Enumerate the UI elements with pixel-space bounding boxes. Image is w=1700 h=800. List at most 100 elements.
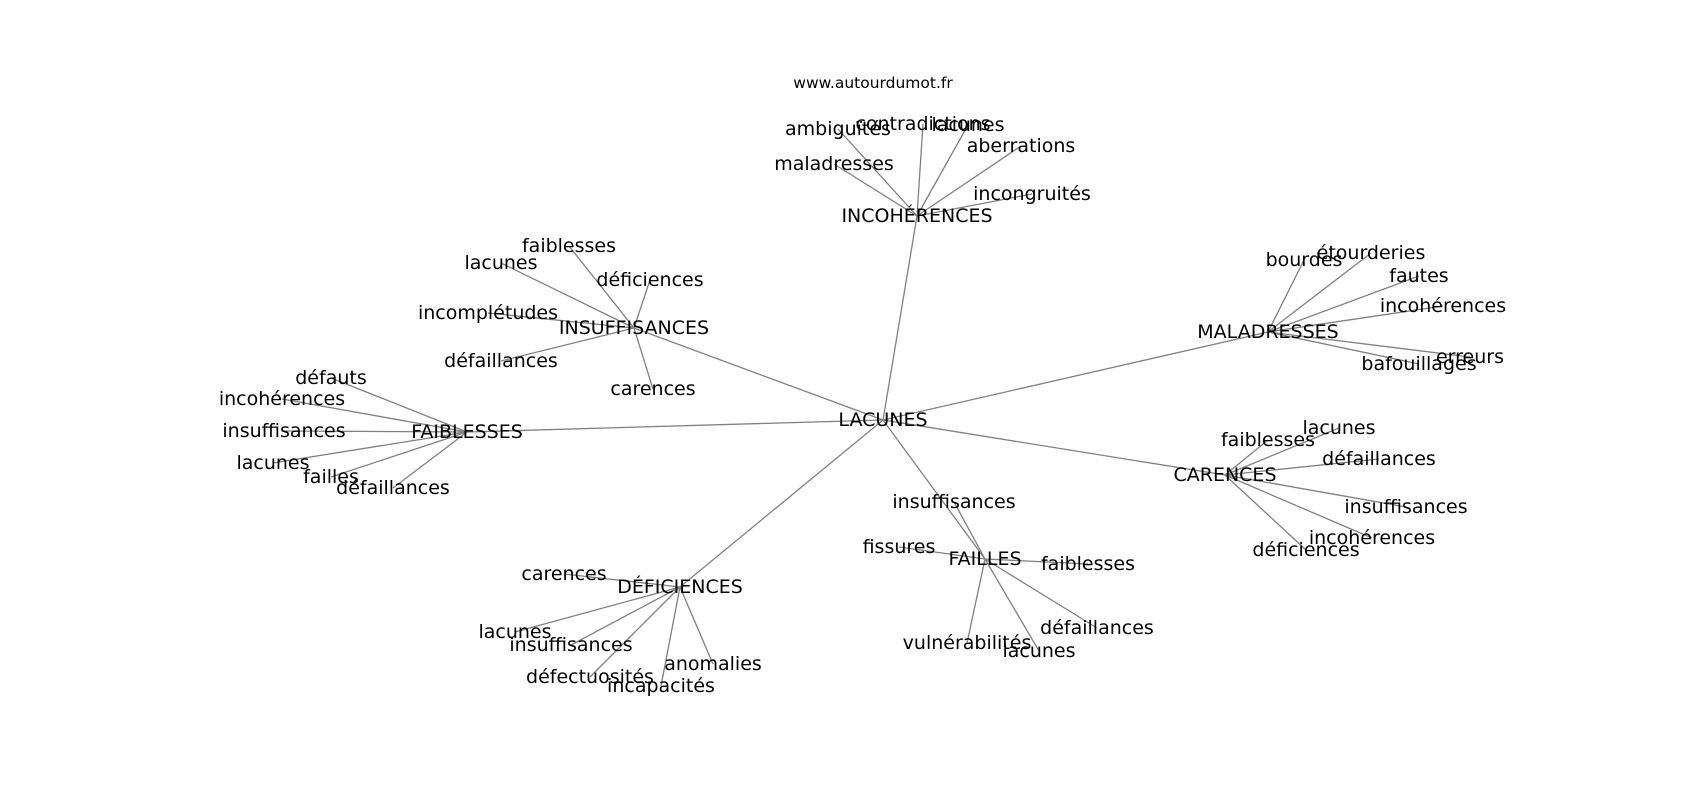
edge-maladresses-erreurs bbox=[1267, 331, 1471, 358]
word-incoherences-aberrations[interactable]: aberrations bbox=[967, 135, 1076, 157]
word-failles-insuffisances[interactable]: insuffisances bbox=[892, 491, 1015, 513]
edges bbox=[272, 123, 1471, 687]
word-deficiences-lacunes[interactable]: lacunes bbox=[478, 621, 551, 643]
edge-incoherences-aberrations bbox=[916, 145, 1022, 217]
word-maladresses-incoherences[interactable]: incohérences bbox=[1380, 295, 1506, 317]
word-faiblesses-insuffisances[interactable]: insuffisances bbox=[222, 420, 345, 442]
edge-deficiences-incapacites bbox=[660, 586, 681, 687]
cluster-maladresses[interactable]: MALADRESSES bbox=[1197, 321, 1338, 343]
edge-maladresses-etourderies bbox=[1267, 252, 1372, 333]
edge-insuffisances-lacunes bbox=[500, 262, 635, 329]
word-insuffisances-lacunes[interactable]: lacunes bbox=[464, 252, 537, 274]
edge-insuffisances-defaillances bbox=[500, 327, 635, 362]
word-failles-fissures[interactable]: fissures bbox=[863, 536, 936, 558]
edge-incoherences-maladresses bbox=[833, 163, 918, 217]
edge-carences-insuffisances bbox=[1224, 474, 1407, 508]
edge-maladresses-incoherences bbox=[1267, 305, 1444, 333]
edge-incoherences-ambiguites bbox=[837, 128, 918, 217]
edge-deficiences-insuffisances bbox=[570, 586, 681, 646]
edge-insuffisances-faiblesses bbox=[568, 245, 635, 329]
edge-deficiences-anomalies bbox=[679, 586, 714, 665]
edge-failles-lacunes bbox=[984, 558, 1040, 652]
edge-deficiences-defectuosites bbox=[589, 586, 681, 678]
word-deficiences-anomalies[interactable]: anomalies bbox=[664, 653, 762, 675]
edge-center-insuffisances bbox=[633, 327, 884, 421]
word-deficiences-incapacites[interactable]: incapacités bbox=[607, 675, 715, 697]
edge-failles-fissures bbox=[898, 546, 986, 560]
word-deficiences-carences[interactable]: carences bbox=[521, 563, 606, 585]
source-label[interactable]: www.autourdumot.fr bbox=[793, 74, 953, 92]
edge-center-faiblesses bbox=[466, 419, 884, 433]
edge-center-incoherences bbox=[882, 215, 918, 421]
word-insuffisances-faiblesses[interactable]: faiblesses bbox=[522, 235, 616, 257]
cluster-incoherences[interactable]: INCOHÉRENCES bbox=[841, 204, 992, 227]
word-incoherences-maladresses[interactable]: maladresses bbox=[774, 153, 894, 175]
edge-carences-faiblesses bbox=[1224, 439, 1269, 476]
word-incoherences-lacunes[interactable]: lacunes bbox=[931, 114, 1004, 136]
edge-insuffisances-deficiences bbox=[633, 279, 651, 329]
word-incoherences-incongruites[interactable]: incongruités bbox=[973, 183, 1091, 205]
word-insuffisances-incompletudes[interactable]: incomplétudes bbox=[418, 302, 558, 324]
word-insuffisances-carences[interactable]: carences bbox=[610, 378, 695, 400]
edge-maladresses-fautes bbox=[1267, 275, 1420, 333]
word-maladresses-fautes[interactable]: fautes bbox=[1389, 265, 1448, 287]
edge-faiblesses-failles bbox=[330, 431, 468, 478]
edge-center-maladresses bbox=[882, 331, 1269, 421]
word-carences-deficiences[interactable]: déficiences bbox=[1252, 539, 1359, 561]
word-carences-faiblesses[interactable]: faiblesses bbox=[1221, 429, 1315, 451]
word-maladresses-bafouillages[interactable]: bafouillages bbox=[1361, 353, 1476, 375]
edge-center-carences bbox=[882, 419, 1226, 476]
word-faiblesses-incoherences[interactable]: incohérences bbox=[219, 388, 345, 410]
word-maladresses-bourdes[interactable]: bourdes bbox=[1266, 249, 1343, 271]
edge-faiblesses-insuffisances bbox=[283, 430, 468, 433]
word-faiblesses-defaillances[interactable]: défaillances bbox=[336, 477, 450, 499]
labels: LACUNES INCOHÉRENCES ambiguïtéscontradicti… bbox=[219, 113, 1506, 697]
word-maladresses-erreurs[interactable]: erreurs bbox=[1436, 346, 1504, 368]
edge-center-deficiences bbox=[679, 419, 884, 588]
edge-insuffisances-incompletudes bbox=[487, 312, 635, 329]
cluster-insuffisances[interactable]: INSUFFISANCES bbox=[559, 317, 709, 339]
word-failles-vulnerabilites[interactable]: vulnérabilités bbox=[903, 632, 1032, 654]
word-faiblesses-failles[interactable]: failles bbox=[303, 466, 359, 488]
word-faiblesses-lacunes[interactable]: lacunes bbox=[236, 452, 309, 474]
word-insuffisances-defaillances[interactable]: défaillances bbox=[444, 350, 558, 372]
word-incoherences-contradictions[interactable]: contradictions bbox=[855, 113, 990, 135]
word-deficiences-defectuosites[interactable]: défectuosités bbox=[526, 666, 654, 688]
edge-center-failles bbox=[882, 419, 986, 560]
word-failles-faiblesses[interactable]: faiblesses bbox=[1041, 553, 1135, 575]
edge-failles-faiblesses bbox=[984, 558, 1089, 565]
edge-failles-insuffisances bbox=[953, 501, 986, 560]
word-incoherences-ambiguites[interactable]: ambiguïtés bbox=[785, 118, 891, 140]
edge-failles-vulnerabilites bbox=[966, 558, 986, 644]
cluster-failles[interactable]: FAILLES bbox=[948, 548, 1021, 570]
cluster-faiblesses[interactable]: FAIBLESSES bbox=[411, 421, 523, 443]
cluster-carences[interactable]: CARENCES bbox=[1173, 464, 1276, 486]
edge-deficiences-carences bbox=[563, 573, 681, 588]
word-failles-defaillances[interactable]: défaillances bbox=[1040, 617, 1154, 639]
edge-carences-defaillances bbox=[1224, 458, 1380, 476]
edge-failles-defaillances bbox=[984, 558, 1098, 629]
word-carences-lacunes[interactable]: lacunes bbox=[1302, 417, 1375, 439]
word-failles-lacunes[interactable]: lacunes bbox=[1002, 640, 1075, 662]
edge-incoherences-lacunes bbox=[916, 124, 969, 217]
edge-incoherences-incongruites bbox=[916, 193, 1033, 217]
edge-deficiences-lacunes bbox=[514, 586, 681, 633]
word-carences-defaillances[interactable]: défaillances bbox=[1322, 448, 1436, 470]
word-faiblesses-defauts[interactable]: défauts bbox=[295, 367, 366, 389]
edge-faiblesses-defauts bbox=[330, 377, 468, 433]
word-maladresses-etourderies[interactable]: étourderies bbox=[1317, 242, 1426, 264]
edge-carences-incoherences bbox=[1224, 474, 1373, 539]
word-carences-insuffisances[interactable]: insuffisances bbox=[1344, 496, 1467, 518]
edge-carences-deficiences bbox=[1224, 474, 1307, 551]
center-word[interactable]: LACUNES bbox=[838, 409, 927, 431]
edge-faiblesses-incoherences bbox=[281, 398, 468, 433]
word-carences-incoherences[interactable]: incohérences bbox=[1309, 527, 1435, 549]
word-deficiences-insuffisances[interactable]: insuffisances bbox=[509, 634, 632, 656]
word-insuffisances-deficiences[interactable]: déficiences bbox=[596, 269, 703, 291]
edge-carences-lacunes bbox=[1224, 427, 1340, 476]
edge-maladresses-bourdes bbox=[1267, 259, 1305, 333]
edge-maladresses-bafouillages bbox=[1267, 331, 1420, 365]
edge-faiblesses-defaillances bbox=[392, 431, 468, 489]
cluster-deficiences[interactable]: DÉFICIENCES bbox=[617, 575, 743, 598]
